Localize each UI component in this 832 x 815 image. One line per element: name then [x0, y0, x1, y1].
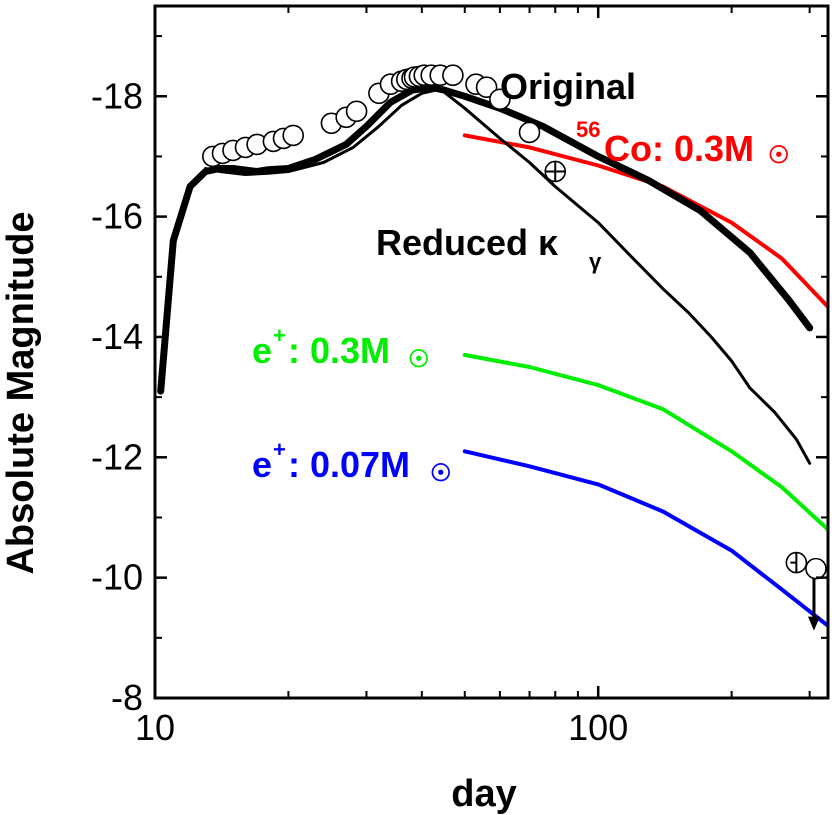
y-tick-label: -8: [111, 677, 143, 718]
y-tick-label: -16: [91, 196, 143, 237]
label-original: Original: [500, 66, 636, 107]
axes: -8 -10 -12 -14 -16 -18 10 100: [91, 4, 830, 748]
label-reduced-gamma: γ: [589, 249, 602, 274]
y-tick-label: -10: [91, 557, 143, 598]
x-tick-label: 100: [568, 707, 628, 748]
series-line-4: [462, 449, 828, 628]
label-ep007-rest: : 0.07M: [288, 444, 410, 485]
observation-point: [489, 88, 511, 111]
y-tick-label: -12: [91, 436, 143, 477]
y-tick-label: -14: [91, 316, 143, 357]
y-tick-label: -18: [91, 75, 143, 116]
annotation-co: 56 Co: 0.3M ☉: [576, 117, 790, 169]
upper-limit-arrow-head: [807, 616, 820, 631]
observation-point: [345, 100, 368, 123]
label-co-superscript: 56: [576, 117, 600, 142]
label-reduced-kappa: Reduced κ: [376, 222, 559, 263]
observation-point: [282, 124, 305, 147]
annotation-original: Original: [500, 66, 636, 107]
y-axis-title: Absolute Magnitude: [0, 211, 42, 574]
label-ep03-plus: +: [273, 323, 286, 348]
annotation-reduced: Reduced κ γ: [376, 222, 602, 274]
sun-symbol-co: ☉: [768, 142, 790, 169]
annotation-ep-007: e + : 0.07M ☉: [252, 437, 452, 487]
special-point-2: [805, 557, 827, 580]
label-ep007-e: e: [252, 444, 272, 485]
label-ep03-rest: : 0.3M: [288, 330, 390, 371]
plot-content: [157, 64, 828, 631]
series-line-3: [462, 353, 828, 532]
sun-symbol-ep007: ☉: [430, 460, 452, 487]
plot-frame: [153, 4, 830, 700]
observation-point: [442, 64, 464, 86]
sun-symbol-ep03: ☉: [408, 346, 430, 373]
x-tick-label: 10: [135, 707, 175, 748]
observation-point: [518, 121, 541, 144]
observation-point: [475, 76, 498, 98]
x-axis-title: day: [451, 773, 516, 815]
label-ep03-e: e: [252, 330, 272, 371]
label-co-main: Co: 0.3M: [604, 128, 754, 169]
label-ep007-plus: +: [273, 437, 286, 462]
annotation-ep-03: e + : 0.3M ☉: [252, 323, 430, 373]
series-line-0: [157, 83, 814, 395]
